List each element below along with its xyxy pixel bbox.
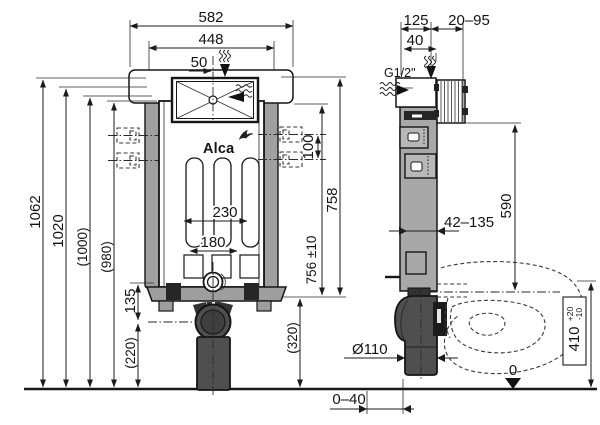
dim-label: (1000) bbox=[75, 227, 90, 266]
tolerance-minus: -10 bbox=[574, 308, 584, 321]
tank-ribs bbox=[183, 157, 260, 279]
dim-label: 230 bbox=[212, 204, 237, 221]
dim-inlet-depth: 40 bbox=[403, 32, 437, 61]
tolerance-plus: +20 bbox=[565, 307, 575, 322]
dim-label: (220) bbox=[123, 337, 138, 369]
dim-bolt-spacing-narrow: 180 bbox=[189, 232, 238, 254]
dim-label: 410 bbox=[566, 326, 583, 351]
dim-label: 758 bbox=[324, 187, 341, 212]
dim-label: 448 bbox=[198, 31, 223, 48]
dim-outlet-adjustment: 0–40 bbox=[330, 379, 414, 414]
dim-label: 135 bbox=[122, 288, 139, 313]
inlet-arrow-icon bbox=[220, 64, 230, 77]
waste-elbow-front bbox=[148, 56, 233, 396]
dim-base-height: (320) bbox=[285, 298, 303, 388]
wall-brackets bbox=[108, 126, 326, 169]
toilet-bowl-outline bbox=[413, 261, 585, 375]
front-view: Alca bbox=[108, 49, 326, 396]
front-view-dimensions: 582 448 50 1062 1020 (1000) bbox=[27, 9, 346, 388]
flush-shaft-block bbox=[434, 79, 468, 124]
dim-label: 1020 bbox=[50, 214, 67, 247]
dim-outlet-center-height: (220) bbox=[123, 323, 141, 388]
dim-waste-pipe-diameter: Ø110 bbox=[344, 341, 458, 362]
brand-text: Alca bbox=[203, 141, 235, 157]
dim-label: 42–135 bbox=[444, 214, 494, 231]
dim-height-alt3: (980) bbox=[99, 100, 157, 388]
waste-elbow-side bbox=[394, 287, 447, 381]
base-flange bbox=[145, 283, 288, 312]
dim-height-alt1: 1020 bbox=[50, 86, 147, 388]
dim-label: 756 ±10 bbox=[304, 236, 319, 285]
dim-label: (980) bbox=[99, 241, 114, 273]
side-view: G1/2" bbox=[379, 55, 585, 381]
dim-label: 590 bbox=[498, 193, 515, 218]
dim-flush-pipe-height: 756 ±10 bbox=[294, 103, 328, 296]
flow-arrow-icon bbox=[228, 92, 244, 102]
dim-width-frame: 448 bbox=[148, 31, 275, 70]
dim-height-alt2: (1000) bbox=[75, 95, 152, 388]
dim-label: 40 bbox=[407, 32, 424, 49]
dim-label: G1/2" bbox=[384, 66, 416, 80]
inlet-symbol-side: G1/2" bbox=[379, 55, 436, 96]
dim-label: 20–95 bbox=[448, 12, 490, 29]
dim-depth-adjustment: 42–135 bbox=[389, 214, 494, 235]
dim-opening-height: 590 bbox=[466, 122, 521, 291]
dim-label: 180 bbox=[200, 234, 225, 251]
dim-frame-height: 758 bbox=[281, 76, 346, 298]
bird-icon bbox=[239, 130, 254, 140]
dim-label: 582 bbox=[198, 9, 223, 26]
side-view-dimensions: 125 20–95 40 42–135 590 Ø110 bbox=[330, 12, 596, 414]
dim-bracket-spacing: 100 bbox=[300, 134, 321, 160]
datum-label: 0 bbox=[509, 362, 517, 379]
dim-label: 1062 bbox=[27, 195, 44, 228]
dim-label: (320) bbox=[285, 322, 300, 354]
dim-width-total: 582 bbox=[129, 9, 294, 67]
alca-logo: Alca bbox=[203, 130, 254, 157]
inlet-arrow-icon bbox=[397, 85, 409, 95]
dim-height-total: 1062 bbox=[27, 77, 146, 388]
dim-inlet-offset: 50 bbox=[189, 54, 212, 74]
dim-outlet-offset: 135 bbox=[122, 282, 154, 321]
dim-bolt-spacing-wide: 230 bbox=[183, 202, 248, 224]
dim-label: 50 bbox=[191, 54, 208, 71]
frame-rails bbox=[144, 95, 279, 289]
dim-bowl-height: 410 +20 -10 bbox=[562, 280, 596, 388]
dim-label: 125 bbox=[403, 12, 428, 29]
tank-side-details bbox=[385, 111, 437, 279]
dim-label: 0–40 bbox=[332, 391, 365, 408]
dim-label: 100 bbox=[300, 134, 317, 159]
dim-wall-thickness: 20–95 bbox=[430, 12, 490, 32]
water-inlet-symbol bbox=[219, 49, 231, 77]
floor-datum-symbol: 0 bbox=[505, 362, 521, 389]
inspection-opening bbox=[170, 76, 260, 124]
dim-label: Ø110 bbox=[352, 341, 388, 358]
dim-frame-depth: 125 bbox=[400, 12, 464, 123]
